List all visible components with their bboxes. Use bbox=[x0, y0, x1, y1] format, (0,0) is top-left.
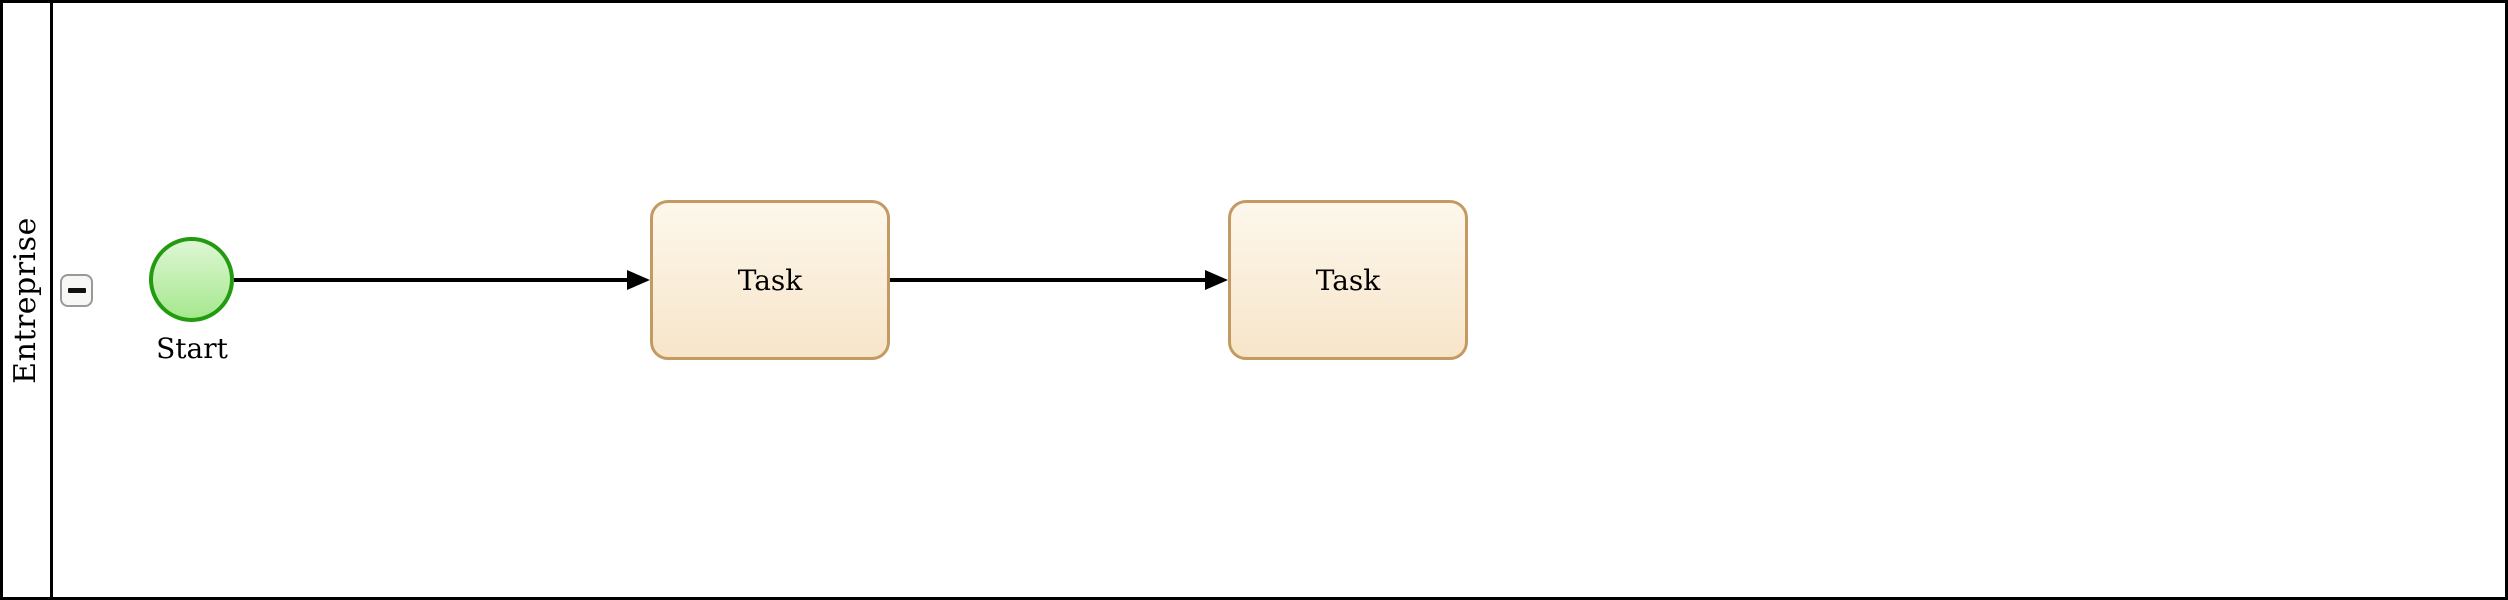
lane-collapse-button[interactable] bbox=[60, 274, 93, 307]
start-event-circle[interactable] bbox=[149, 237, 234, 322]
lane-divider bbox=[50, 0, 53, 600]
sequence-flow-start-to-task1[interactable] bbox=[234, 270, 650, 290]
start-event-label: Start bbox=[156, 332, 228, 365]
task-1[interactable]: Task bbox=[650, 200, 890, 360]
minus-icon bbox=[67, 288, 86, 293]
task-1-label: Task bbox=[737, 263, 803, 297]
task-2-label: Task bbox=[1315, 263, 1381, 297]
lane-header[interactable]: Entreprise bbox=[0, 0, 50, 600]
task-2[interactable]: Task bbox=[1228, 200, 1468, 360]
sequence-flow-task1-to-task2[interactable] bbox=[890, 270, 1228, 290]
